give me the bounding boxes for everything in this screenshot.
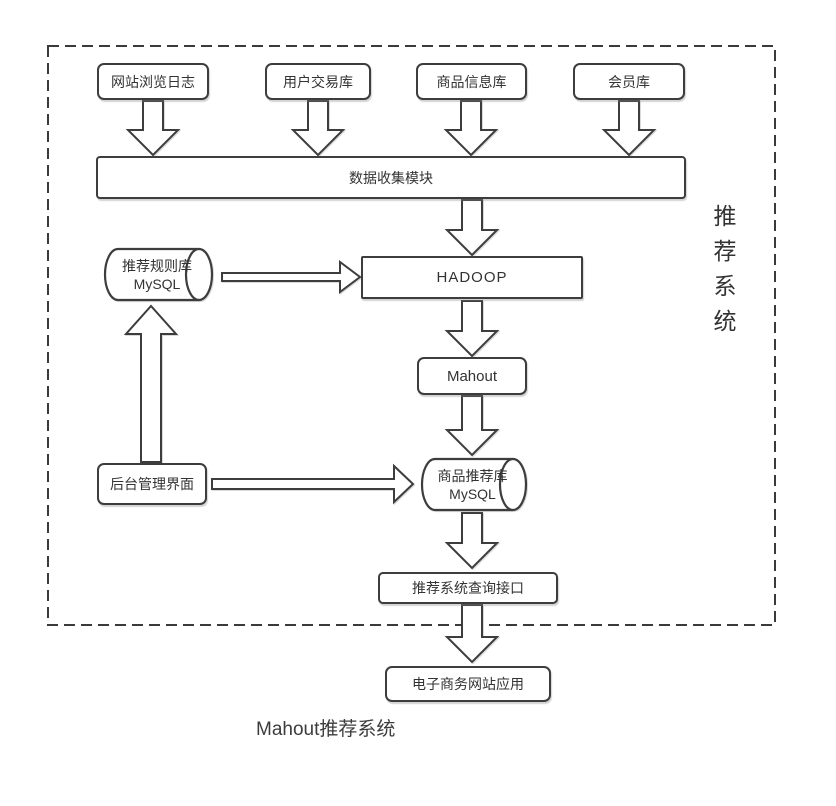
system-boundary-dashed-frame <box>47 45 776 626</box>
node-product-info-db: 商品信息库 <box>416 63 527 100</box>
arrow-hadoop-to-mahout <box>444 300 500 358</box>
arrow-admin-to-productdb <box>211 463 415 505</box>
arrow-queryapi-to-webapp <box>444 604 500 664</box>
node-query-api-label: 推荐系统查询接口 <box>412 580 524 596</box>
node-query-api: 推荐系统查询接口 <box>378 572 558 604</box>
node-mahout: Mahout <box>417 357 527 395</box>
node-website-browse-log-label: 网站浏览日志 <box>111 73 195 90</box>
cylinder-rules-db <box>103 247 214 302</box>
node-data-collector-label: 数据收集模块 <box>349 169 433 186</box>
node-admin-ui-label: 后台管理界面 <box>110 476 194 492</box>
arrow-productdb-to-queryapi <box>444 512 500 570</box>
node-user-trade-db: 用户交易库 <box>265 63 371 100</box>
node-user-trade-db-label: 用户交易库 <box>283 73 353 90</box>
node-hadoop: HADOOP <box>361 256 583 299</box>
node-data-collector: 数据收集模块 <box>96 156 686 199</box>
arrow-productinfo-to-collector <box>443 100 499 157</box>
node-ecommerce-webapp: 电子商务网站应用 <box>385 666 551 702</box>
cylinder-product-db <box>420 457 528 512</box>
node-ecommerce-webapp-label: 电子商务网站应用 <box>412 676 524 692</box>
arrow-rulesdb-to-hadoop <box>221 260 362 294</box>
node-admin-ui: 后台管理界面 <box>97 463 207 505</box>
node-product-info-db-label: 商品信息库 <box>436 73 507 90</box>
arrow-mahout-to-productdb <box>444 395 500 457</box>
arrow-collector-to-hadoop <box>444 199 500 257</box>
node-website-browse-log: 网站浏览日志 <box>97 63 209 100</box>
node-member-db-label: 会员库 <box>608 73 650 90</box>
node-mahout-label: Mahout <box>446 367 498 385</box>
arrow-member-to-collector <box>601 100 657 157</box>
node-member-db: 会员库 <box>573 63 685 100</box>
diagram-caption: Mahout推荐系统 <box>256 719 396 740</box>
system-side-label: 推荐系统 <box>710 204 736 344</box>
arrow-weblog-to-collector <box>125 100 181 157</box>
arrow-trade-to-collector <box>290 100 346 157</box>
arrow-admin-to-rulesdb <box>123 304 179 463</box>
node-hadoop-label: HADOOP <box>436 269 508 286</box>
